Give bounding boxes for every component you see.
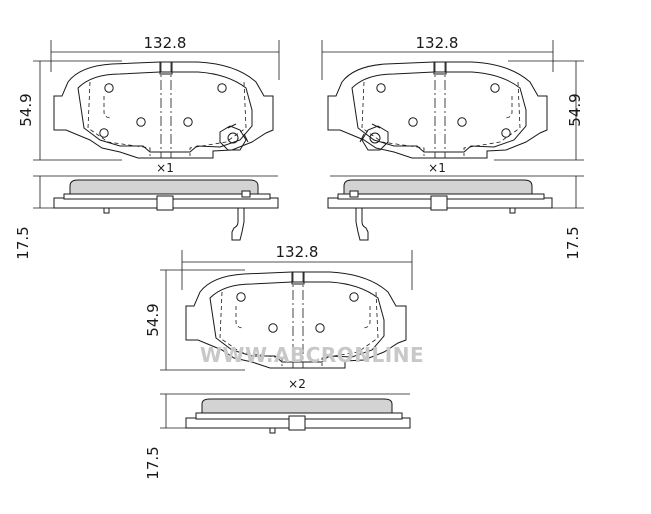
pad-1-width-dimension: 132.8 (50, 34, 280, 80)
pad-2-thickness-label: 17.5 (564, 226, 582, 259)
pad-1-thickness-label: 17.5 (14, 226, 32, 259)
pad-2-height-dimension: 54.9 (494, 60, 584, 161)
pad-3: 132.8 54.9 WWW.ABCRONLINE ×2 (144, 243, 424, 480)
pad-3-width-label: 132.8 (276, 243, 319, 261)
pad-3-height-dimension: 54.9 (144, 269, 245, 371)
pad-1-height-label: 54.9 (17, 93, 35, 126)
watermark: WWW.ABCRONLINE (200, 343, 424, 367)
pad-3-front-view (185, 271, 407, 369)
pad-1-qty: ×1 (156, 161, 174, 175)
pad-2-qty: ×1 (428, 161, 446, 175)
pad-2: 132.8 54.9 ×1 (321, 34, 584, 260)
pad-3-qty: ×2 (288, 377, 306, 391)
pad-1-side-view: 17.5 (14, 175, 279, 260)
pad-1-width-label: 132.8 (144, 34, 187, 52)
pad-2-height-label: 54.9 (566, 93, 584, 126)
pad-1-height-dimension: 54.9 (17, 60, 122, 161)
pad-2-width-dimension: 132.8 (321, 34, 554, 80)
pad-2-width-label: 132.8 (416, 34, 459, 52)
pad-1-front-view (53, 61, 274, 159)
pad-3-side-view: 17.5 (144, 393, 411, 480)
pad-3-height-label: 54.9 (144, 303, 162, 336)
pad-2-front-view (327, 61, 548, 159)
pad-1: 132.8 54.9 (14, 34, 280, 260)
pad-2-side-view: 17.5 (327, 175, 584, 260)
pad-3-thickness-label: 17.5 (144, 446, 162, 479)
pad-3-width-dimension: 132.8 (181, 243, 413, 290)
